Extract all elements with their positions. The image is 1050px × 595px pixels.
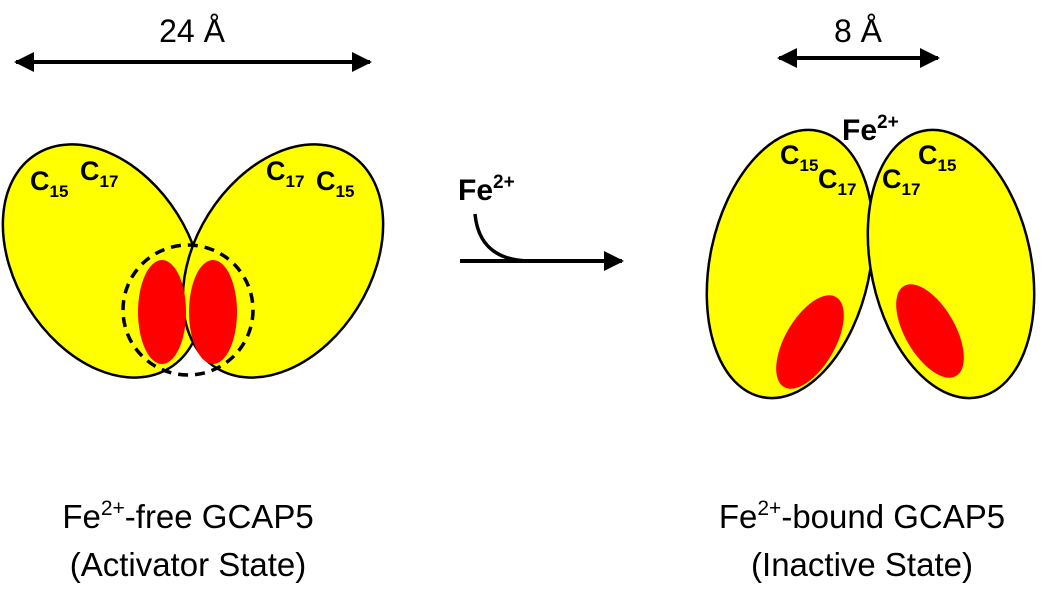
residue-c17: C17 [266, 156, 304, 191]
residue-c15: C15 [780, 140, 818, 175]
transition: Fe2+ [458, 172, 624, 271]
caption-line1: Fe2+-free GCAP5 [62, 497, 313, 535]
residue-c17: C17 [818, 164, 856, 199]
red-site-right [896, 284, 964, 378]
caption-line2: (Activator State) [70, 546, 307, 583]
caption-line1: Fe2+-bound GCAP5 [719, 497, 1005, 535]
ion-entry-curve [473, 213, 529, 263]
residue-c15: C15 [30, 166, 68, 201]
distance-label-8: 8 Å [834, 13, 883, 49]
red-site-right [189, 260, 237, 364]
transition-ion-label: Fe2+ [458, 172, 515, 207]
residue-c17: C17 [80, 156, 118, 191]
residue-c15: C15 [918, 140, 956, 175]
caption-line2: (Inactive State) [751, 546, 973, 583]
interface-dashed-circle [121, 243, 255, 377]
inactive-state: 8 Å Fe2+ C15 C17 C17 C15 Fe2+-bound GCAP… [705, 13, 1036, 583]
residue-c17: C17 [882, 164, 920, 199]
red-site-left [776, 295, 844, 389]
red-site-left [138, 260, 186, 364]
residue-c15: C15 [316, 166, 354, 201]
activator-state: 24 Å C15 C17 C17 C15 Fe2+-free GCAP5 (Ac… [1, 13, 385, 583]
distance-label-24: 24 Å [159, 13, 225, 49]
bound-ion-label: Fe2+ [842, 112, 899, 147]
